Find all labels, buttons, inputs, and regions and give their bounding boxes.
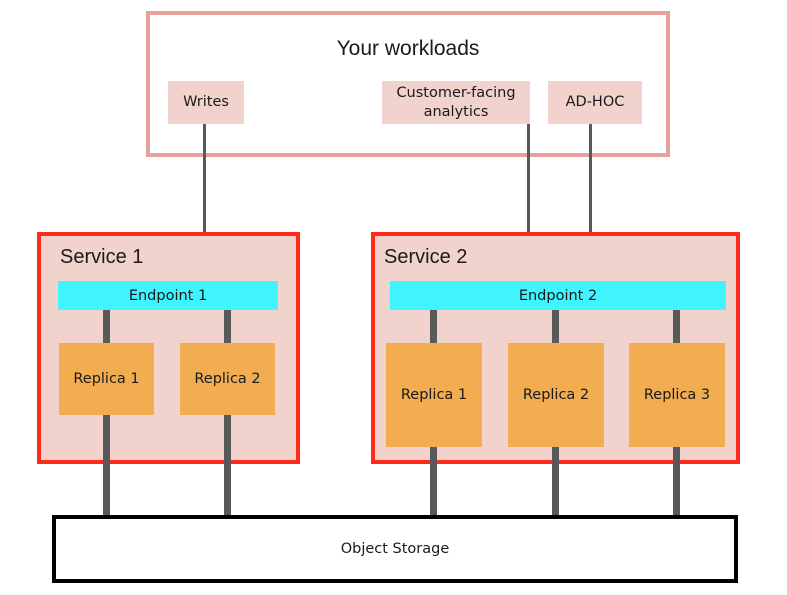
workload-chip-customer-facing-analytics[interactable]: Customer-facing analytics — [382, 81, 530, 124]
service-2-replica-3[interactable]: Replica 3 — [629, 343, 725, 447]
link-endpoint-1-to-replica-2 — [224, 310, 231, 343]
link-endpoint-2-to-replica-3 — [673, 310, 680, 343]
link-service-2-replica-3-to-storage — [673, 447, 680, 517]
link-endpoint-2-to-replica-1 — [430, 310, 437, 343]
workload-chip-writes[interactable]: Writes — [168, 81, 244, 124]
link-endpoint-2-to-replica-2 — [552, 310, 559, 343]
endpoint-1[interactable]: Endpoint 1 — [58, 281, 278, 310]
service-2-title: Service 2 — [384, 246, 468, 268]
service-1-replica-1[interactable]: Replica 1 — [59, 343, 154, 415]
arrow-analytics-to-endpoint-2-shaft — [527, 124, 530, 255]
arrow-adhoc-to-endpoint-2-shaft — [589, 124, 592, 255]
workload-chip-ad-hoc[interactable]: AD-HOC — [548, 81, 642, 124]
service-1-replica-2[interactable]: Replica 2 — [180, 343, 275, 415]
endpoint-2[interactable]: Endpoint 2 — [390, 281, 726, 310]
workloads-title: Your workloads — [336, 37, 480, 60]
arrow-writes-to-endpoint-1-shaft — [203, 124, 206, 255]
link-service-2-replica-1-to-storage — [430, 447, 437, 517]
link-endpoint-1-to-replica-1 — [103, 310, 110, 343]
service-2-replica-2[interactable]: Replica 2 — [508, 343, 604, 447]
link-service-1-replica-2-to-storage — [224, 415, 231, 517]
link-service-2-replica-2-to-storage — [552, 447, 559, 517]
service-1-title: Service 1 — [60, 246, 144, 268]
link-service-1-replica-1-to-storage — [103, 415, 110, 517]
service-2-replica-1[interactable]: Replica 1 — [386, 343, 482, 447]
object-storage-box[interactable]: Object Storage — [52, 515, 738, 583]
